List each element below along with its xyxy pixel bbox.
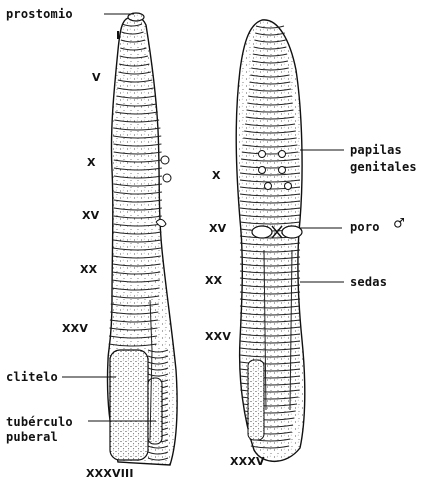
left-numeral-x: X [87, 157, 96, 168]
label-sedas: sedas [350, 276, 387, 288]
label-prostomio: prostomio [6, 8, 73, 20]
left-numeral-xxv: XXV [62, 323, 88, 334]
right-worm-ventral-view [236, 20, 305, 462]
left-numeral-v: V [92, 72, 101, 83]
left-numeral-xv: XV [82, 210, 99, 221]
left-numeral-xx: XX [80, 264, 97, 275]
right-worm-body [236, 20, 305, 462]
right-numeral-xx: XX [205, 275, 222, 286]
label-genitales: genitales [350, 161, 417, 173]
right-numeral-xxxv: XXXV [230, 456, 265, 467]
label-poro: poro [350, 221, 380, 233]
right-numeral-xxv: XXV [205, 331, 231, 342]
right-numeral-xv: XV [209, 223, 226, 234]
label-tuberculo: tubérculo [6, 416, 73, 428]
label-puberal: puberal [6, 431, 58, 443]
right-clitellum [248, 360, 264, 440]
left-numeral-i: I [116, 30, 120, 41]
label-papilas: papilas [350, 144, 402, 156]
left-worm-lateral-view [107, 13, 177, 465]
clitellum [110, 350, 148, 460]
left-numeral-xxxviii: XXXVIII [86, 468, 134, 479]
right-numeral-x: X [212, 170, 221, 181]
male-symbol: ♂ [394, 216, 404, 233]
label-clitelo: clitelo [6, 371, 58, 383]
